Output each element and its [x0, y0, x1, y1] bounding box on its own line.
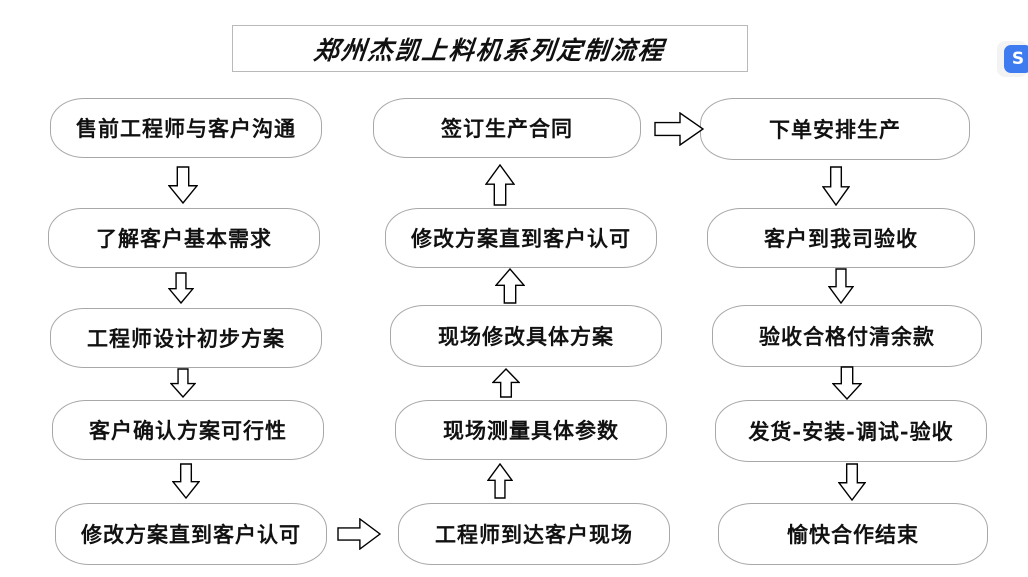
flow-node-label: 售前工程师与客户沟通 — [76, 115, 296, 141]
flow-node-label: 验收合格付清余款 — [759, 323, 935, 349]
flow-node[interactable]: 签订生产合同 — [373, 98, 641, 158]
arrow-right-c1-c2-icon — [337, 518, 381, 550]
arrow-down-c1-1-icon — [168, 166, 198, 204]
flow-node-label: 签订生产合同 — [441, 115, 573, 141]
flow-node-label: 下单安排生产 — [769, 116, 901, 142]
arrow-up-c2-3-icon — [495, 268, 525, 304]
arrow-up-c2-2-icon — [492, 368, 520, 398]
flow-node[interactable]: 验收合格付清余款 — [712, 305, 982, 367]
flow-node-label: 修改方案直到客户认可 — [81, 521, 301, 547]
flow-node-label: 现场修改具体方案 — [438, 323, 614, 349]
arrow-down-c1-2-icon — [168, 272, 194, 304]
arrow-down-c3-1-icon — [822, 166, 850, 206]
sogou-logo-icon[interactable]: S — [1004, 45, 1028, 73]
flow-node-label: 发货-安装-调试-验收 — [748, 418, 954, 444]
flow-node[interactable]: 客户确认方案可行性 — [52, 400, 324, 460]
arrow-down-c3-4-icon — [838, 463, 866, 501]
flow-node-label: 客户到我司验收 — [764, 225, 918, 251]
arrow-up-c2-4-icon — [485, 164, 515, 206]
chart-title-box: 郑州杰凯上料机系列定制流程 — [232, 25, 748, 72]
flow-node[interactable]: 售前工程师与客户沟通 — [50, 98, 322, 158]
flow-node-label: 现场测量具体参数 — [443, 417, 619, 443]
flow-node-label: 愉快合作结束 — [787, 521, 919, 547]
flow-node[interactable]: 现场测量具体参数 — [395, 400, 667, 460]
arrow-down-c1-4-icon — [172, 463, 200, 499]
page-title: 郑州杰凯上料机系列定制流程 — [312, 35, 667, 65]
flow-node-label: 修改方案直到客户认可 — [411, 225, 631, 251]
flow-node[interactable]: 下单安排生产 — [700, 98, 970, 160]
arrow-up-c2-1-icon — [487, 463, 513, 499]
arrow-down-c3-3-icon — [832, 366, 862, 400]
arrow-down-c1-3-icon — [170, 368, 196, 398]
flow-node[interactable]: 现场修改具体方案 — [390, 305, 662, 367]
arrow-down-c3-2-icon — [828, 268, 854, 304]
badge-glyph: S — [1011, 49, 1025, 69]
flow-node-label: 工程师设计初步方案 — [87, 325, 285, 351]
flow-node[interactable]: 客户到我司验收 — [707, 208, 975, 268]
flow-node-label: 了解客户基本需求 — [96, 225, 272, 251]
flow-node-label: 工程师到达客户现场 — [435, 521, 633, 547]
flow-node[interactable]: 发货-安装-调试-验收 — [715, 400, 987, 462]
flow-node[interactable]: 愉快合作结束 — [718, 503, 988, 565]
flow-node[interactable]: 工程师设计初步方案 — [50, 308, 322, 368]
flow-node[interactable]: 修改方案直到客户认可 — [385, 208, 657, 268]
flow-node[interactable]: 了解客户基本需求 — [48, 208, 320, 268]
flow-node-label: 客户确认方案可行性 — [89, 417, 287, 443]
flow-node[interactable]: 修改方案直到客户认可 — [55, 503, 327, 565]
arrow-right-c2-c3-icon — [654, 112, 704, 146]
flow-node[interactable]: 工程师到达客户现场 — [398, 503, 670, 565]
